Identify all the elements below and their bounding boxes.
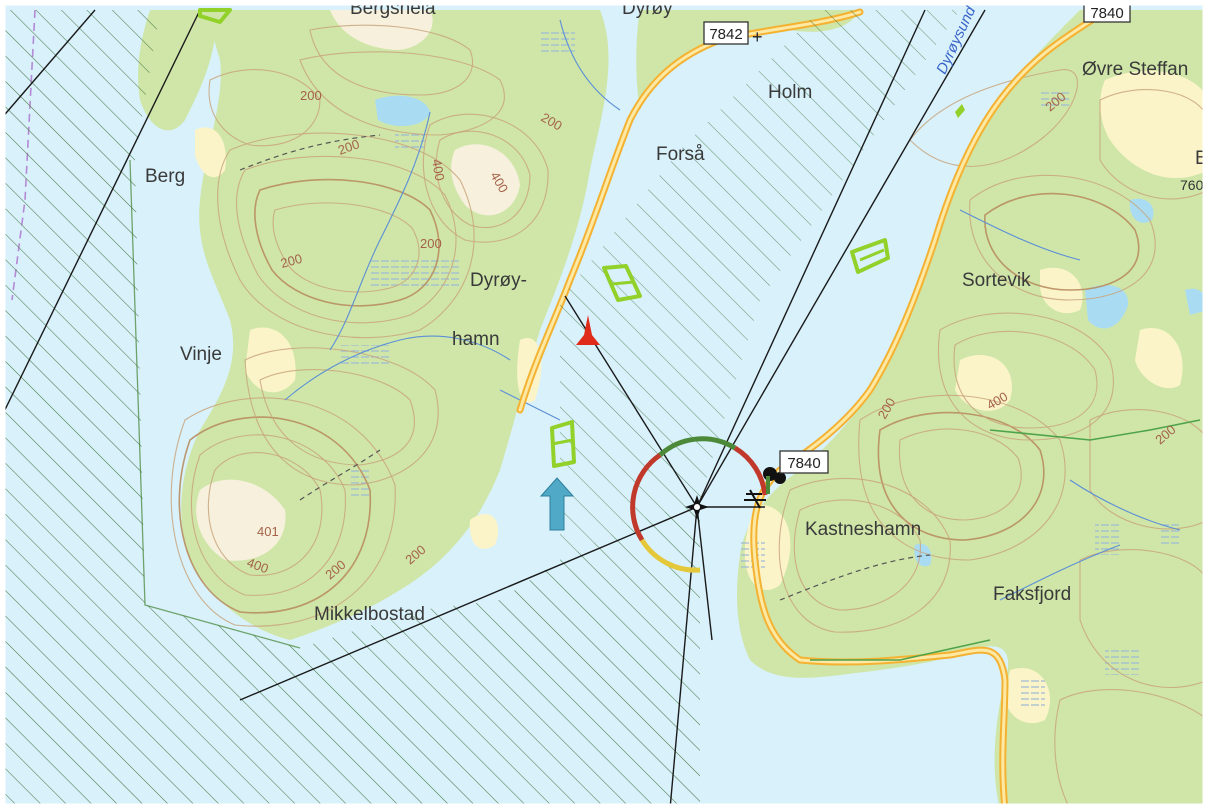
hatched-zone-fjord — [560, 10, 960, 560]
bare-hill-400 — [451, 144, 520, 216]
svg-text:Øvre Steffan: Øvre Steffan — [1082, 59, 1188, 80]
land-northeast — [636, 10, 860, 110]
svg-text:7842: 7842 — [709, 26, 742, 43]
svg-text:200: 200 — [300, 88, 322, 103]
svg-text:400: 400 — [429, 158, 448, 182]
svg-text:Vinje: Vinje — [180, 344, 222, 365]
contours-east — [778, 69, 1208, 809]
elevation-labels: 200 400 400 200 200 200 200 401 400 200 … — [245, 88, 1204, 582]
arrow-up-icon[interactable] — [539, 477, 575, 531]
svg-text:Forså: Forså — [656, 144, 705, 165]
road-shield-7842: 7842 + — [703, 21, 763, 47]
svg-text:+: + — [752, 27, 763, 47]
svg-text:200: 200 — [279, 251, 304, 271]
sector-light-lines — [0, 9, 986, 809]
lake-east-2 — [1185, 288, 1208, 315]
svg-text:200: 200 — [336, 136, 362, 158]
trails — [239, 134, 931, 601]
svg-text:Holm: Holm — [768, 82, 812, 103]
lake-east-1 — [1085, 285, 1129, 329]
open-land-west — [195, 127, 542, 549]
road-shield-7840-mid: 7840 — [779, 450, 829, 474]
contours-west — [170, 24, 549, 627]
svg-text:Sortevik: Sortevik — [962, 270, 1031, 291]
sector-arcs — [630, 436, 768, 573]
svg-text:hamn: hamn — [452, 329, 500, 350]
svg-text:Dyrøy-: Dyrøy- — [470, 270, 527, 291]
red-flag-icon[interactable] — [576, 315, 600, 345]
bare-hill-top — [330, 10, 433, 50]
aquaculture-sites — [198, 8, 965, 468]
lake-west — [375, 95, 430, 127]
rivers — [284, 19, 1181, 601]
svg-text:401: 401 — [257, 524, 279, 539]
svg-text:Berg: Berg — [145, 166, 185, 187]
hatched-zone-west — [0, 10, 700, 809]
svg-text:200: 200 — [420, 236, 442, 251]
svg-text:400: 400 — [245, 555, 271, 577]
ferry-dock-icon[interactable] — [744, 467, 786, 509]
svg-text:7840: 7840 — [787, 455, 820, 472]
lighthouse-star-icon[interactable] — [685, 495, 709, 519]
land-west-top — [138, 10, 216, 131]
svg-text:Mikkelbostad: Mikkelbostad — [314, 604, 425, 625]
svg-text:7840: 7840 — [1090, 5, 1123, 22]
svg-text:Kastneshamn: Kastneshamn — [805, 519, 921, 540]
bare-hill-401 — [196, 479, 286, 561]
svg-text:760: 760 — [1180, 177, 1204, 193]
svg-text:Faksfjord: Faksfjord — [993, 584, 1071, 605]
